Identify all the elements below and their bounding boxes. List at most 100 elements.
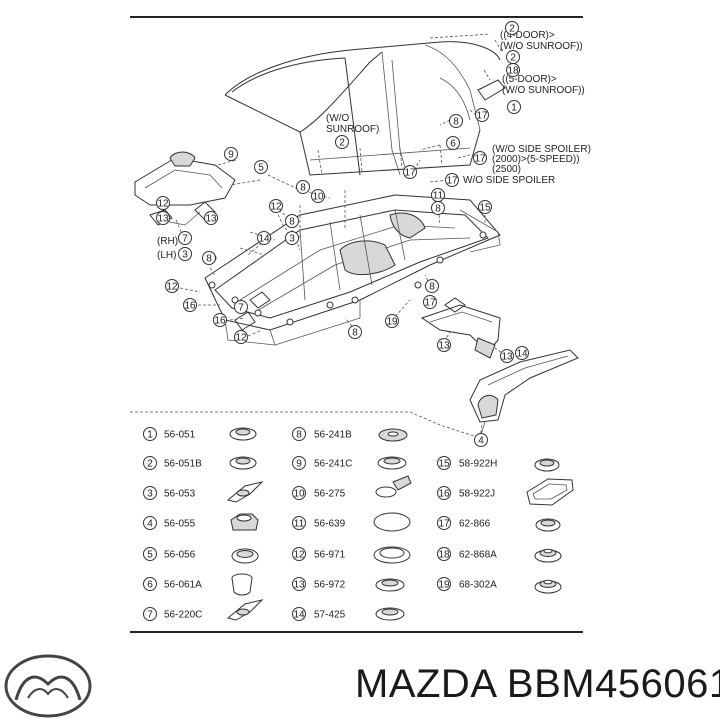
annotation-year-speed: (2000)>(5-SPEED)) [492,154,580,165]
svg-text:17: 17 [474,154,486,165]
legend-number: 1 [147,430,153,441]
legend-number: 8 [296,430,302,441]
grommet-icon [375,578,405,592]
callout: 17 [423,295,437,309]
svg-text:1: 1 [511,103,517,114]
svg-text:13: 13 [438,341,450,352]
callout: 7 [178,231,192,245]
grommet-icon [534,579,562,594]
callout: 8 [296,180,310,194]
callout: 8 [425,279,439,293]
svg-text:12: 12 [270,202,282,213]
callout: 12 [156,196,170,210]
legend-number: 11 [294,519,305,530]
legend-number: 16 [438,489,450,500]
annotation-wo-side-spoiler: (W/O SIDE SPOILER) [492,144,591,155]
callout: 14 [515,346,529,360]
svg-text:19: 19 [386,317,398,328]
legend-part-code: 56-056 [164,550,196,561]
svg-text:5: 5 [258,163,264,174]
svg-text:13: 13 [157,214,169,225]
callout: 8 [285,214,299,228]
callout: 5 [254,160,268,174]
legend-number: 14 [293,610,305,621]
grommet-icon [377,456,407,470]
callout: 13 [204,211,218,225]
callout: 2 [335,135,349,149]
callout: 2 [505,21,519,35]
annotation-wo-sunroof-1: (W/O SUNROOF)) [500,41,583,52]
legend-number: 7 [147,610,153,621]
svg-text:3: 3 [182,250,188,261]
legend-row: 12 56-971 [292,547,346,561]
annotation-wo: (W/O [326,113,350,124]
callout: 15 [478,200,492,214]
callout: 3 [285,231,299,245]
part-number: BBM456061 [506,662,720,706]
legend-number: 9 [296,459,302,470]
svg-text:11: 11 [433,191,444,202]
svg-text:8: 8 [300,183,306,194]
callout: 10 [311,189,325,203]
legend-part-code: 62-866 [459,519,491,530]
callout: 7 [234,300,248,314]
legend-number: 18 [438,550,450,561]
svg-text:2: 2 [510,53,516,64]
legend-row: 3 56-053 [143,486,196,500]
svg-text:15: 15 [479,203,491,214]
front-frame-assembly [134,151,236,241]
svg-text:13: 13 [501,352,513,363]
legend-number: 17 [438,519,450,530]
grommet-icon [229,427,257,441]
legend-row: 7 56-220C [143,607,202,621]
svg-text:14: 14 [516,349,528,360]
legend-number: 3 [147,489,153,500]
legend-part-icons [226,427,264,621]
svg-text:7: 7 [238,303,244,314]
legend-row: 10 56-275 [292,486,346,500]
annotation-2500: (2500) [492,164,521,175]
legend-part-code: 56-275 [314,489,346,500]
legend-part-code: 56-053 [164,489,196,500]
mazda-logo-icon [4,654,92,718]
callout: 8 [202,251,216,265]
legend-part-code: 56-971 [314,550,346,561]
grommet-icon [229,456,257,470]
svg-text:17: 17 [476,111,488,122]
annotation-lh: (LH) [157,250,176,261]
legend-part-code: 58-922H [459,459,497,470]
legend-part-code: 56-241C [314,459,352,470]
svg-text:4: 4 [478,436,484,447]
legend-part-code: 57-425 [314,610,346,621]
brand-title: MAZDA BBM456061 [355,662,720,707]
callout: 9 [224,147,238,161]
legend-row: 8 56-241B [292,427,352,441]
diagram-callouts: 2 2 18 1 17 8 2 6 17 17 9 5 8 10 17 11 8… [156,21,529,447]
cap-icon [373,512,411,532]
legend-number: 12 [293,550,305,561]
legend-number: 10 [293,489,305,500]
legend-part-code: 62-868A [459,550,497,561]
svg-text:8: 8 [429,282,435,293]
annotation-sunroof: SUNROOF) [326,124,379,135]
callout: 8 [449,114,463,128]
callout: 13 [500,349,514,363]
svg-text:12: 12 [157,199,169,210]
callout: 16 [183,298,197,312]
svg-text:13: 13 [205,214,217,225]
legend-part-code: 56-241B [314,430,352,441]
legend-row: 18 62-868A [437,547,497,561]
legend-number: 15 [438,459,450,470]
callout: 3 [178,247,192,261]
grommet-icon [375,607,405,621]
plug-icon [231,573,253,596]
callout: 17 [473,151,487,165]
svg-text:2: 2 [509,24,515,35]
legend-part-code: 56-220C [164,610,202,621]
annotation-wo-side-spoiler-2: W/O SIDE SPOILER [463,175,555,186]
annotation-4door: ((4-DOOR)> [500,30,555,41]
